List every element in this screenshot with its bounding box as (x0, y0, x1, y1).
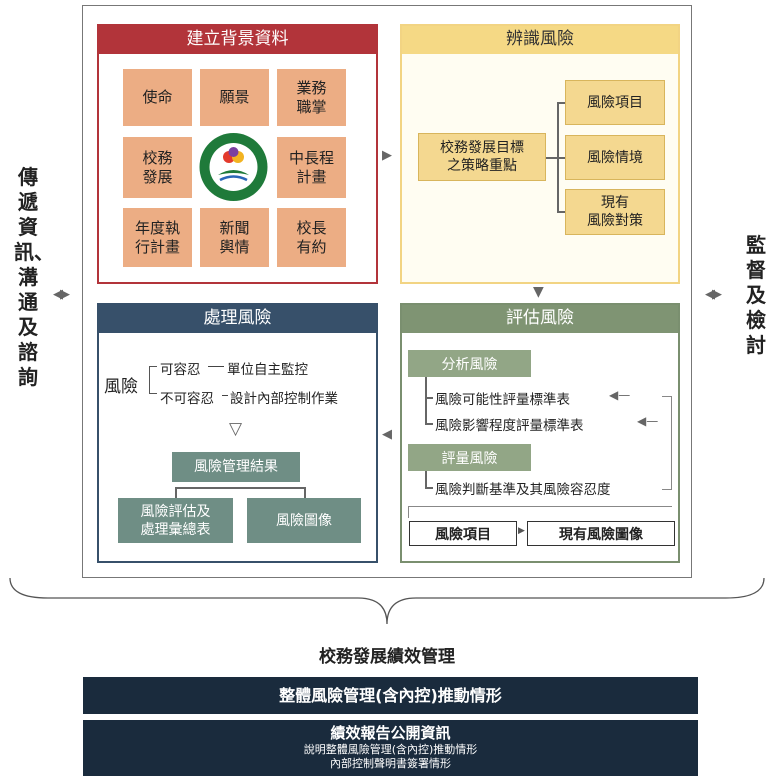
risk-countermeasure-box: 現有 風險對策 (565, 189, 665, 235)
tile-duties: 業務 職掌 (277, 69, 346, 126)
tolerable-label: 可容忍 (160, 362, 201, 378)
likelihood-scale: 風險可能性評量標準表 (435, 392, 570, 408)
tile-vision: 願景 (200, 69, 269, 126)
arrow-down-icon: ▼ (533, 284, 544, 300)
arrow-right-icon: ▶ (382, 148, 392, 163)
bar2-line-1: 說明整體風險管理(含內控)推動情形 (303, 743, 478, 756)
connector (557, 102, 565, 104)
tile-annual-plan: 年度執 行計畫 (123, 208, 192, 267)
risk-image-box: 風險圖像 (247, 498, 361, 543)
feedback-arrow-icon: ◀— (637, 414, 659, 428)
connector (175, 487, 305, 489)
risk-items-box: 風險項目 (565, 80, 665, 125)
feedback-arrow-icon: ◀— (609, 388, 631, 402)
context-title: 建立背景資料 (99, 26, 376, 54)
process-frame (82, 5, 692, 578)
tolerance-criteria: 風險判斷基準及其風險容忍度 (435, 482, 611, 498)
analysis-label: 分析風險 (408, 350, 531, 377)
connector (546, 157, 557, 159)
assess-panel: 評估風險 (400, 303, 680, 563)
connector (408, 506, 409, 518)
tile-mission: 使命 (123, 69, 192, 126)
side-label-left: 傳遞資訊、溝通及諮詢 (14, 165, 54, 389)
tile-president: 校長 有約 (277, 208, 346, 267)
treat-title: 處理風險 (99, 305, 376, 333)
risk-result-box: 風險管理結果 (172, 452, 300, 482)
intolerable-action: 設計內部控制作業 (230, 391, 338, 407)
connector (425, 397, 433, 399)
bar-performance-report: 績效報告公開資訊 說明整體風險管理(含內控)推動情形 內部控制聲明書簽署情形 (83, 720, 698, 776)
connector (408, 506, 672, 507)
tile-news: 新聞 輿情 (200, 208, 269, 267)
output-risk-items: 風險項目 (409, 521, 517, 546)
bar2-line-2: 內部控制聲明書簽署情形 (330, 757, 451, 770)
bar2-title: 績效報告公開資訊 (330, 724, 451, 742)
risk-scenario-box: 風險情境 (565, 135, 665, 180)
connector (425, 487, 433, 489)
identify-title: 辨識風險 (402, 26, 678, 54)
tile-midterm-plan: 中長程 計畫 (277, 137, 346, 198)
performance-title: 校務發展績效管理 (319, 647, 455, 667)
arrow-left-icon: ◀ (382, 427, 392, 442)
risk-word: 風險 (104, 377, 138, 397)
left-double-arrow-icon: ◀▶ (53, 287, 70, 302)
summary-table-box: 風險評估及 處理彙總表 (118, 498, 233, 543)
arrow-small-right-icon: ▶ (518, 526, 525, 536)
connector (557, 157, 565, 159)
dash (208, 366, 224, 367)
strategy-focus-box: 校務發展目標 之策略重點 (418, 133, 546, 181)
tile-development: 校務 發展 (123, 137, 192, 198)
dash (222, 395, 228, 396)
output-risk-image: 現有風險圖像 (527, 521, 675, 546)
feedback-line (662, 396, 672, 490)
bar-risk-promotion: 整體風險管理(含內控)推動情形 (83, 677, 698, 714)
connector (557, 211, 565, 213)
connector (425, 377, 427, 424)
connector (425, 471, 427, 487)
connector (425, 423, 433, 425)
evaluation-label: 評量風險 (408, 444, 531, 471)
intolerable-label: 不可容忍 (160, 391, 214, 407)
right-double-arrow-icon: ◀▶ (705, 287, 722, 302)
assess-title: 評估風險 (402, 305, 678, 333)
down-triangle-icon: ▽ (229, 419, 243, 439)
brace-line (149, 366, 157, 394)
connector (304, 487, 306, 498)
tolerable-action: 單位自主監控 (227, 362, 308, 378)
university-logo (196, 131, 271, 203)
side-label-right: 監督及檢討 (746, 233, 766, 357)
bottom-brace (8, 576, 766, 628)
connector (175, 487, 177, 498)
impact-scale: 風險影響程度評量標準表 (435, 418, 584, 434)
